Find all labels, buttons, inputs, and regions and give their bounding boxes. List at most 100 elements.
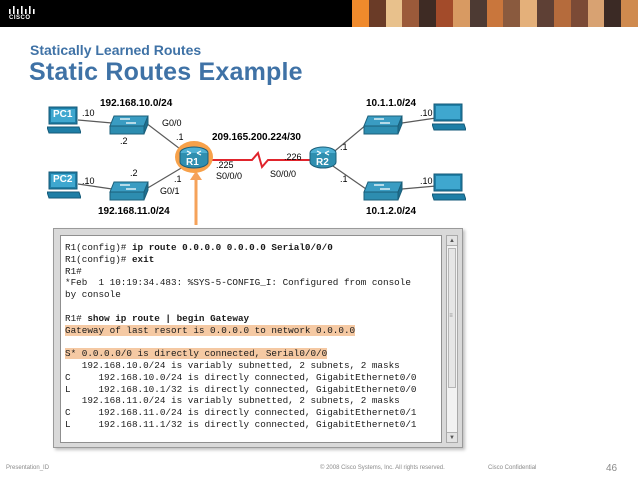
header-photo-strip [352,0,638,27]
terminal-line-text: L 192.168.10.1/32 is directly connected,… [65,383,417,395]
terminal-line-text: R1# [65,265,82,277]
terminal-command: show ip route | begin Gateway [87,312,250,324]
terminal-line: 192.168.11.0/24 is variably subnetted, 2… [65,395,416,407]
r1-s0-ip-label: .225 [216,160,234,170]
header-photo-tile [469,0,487,27]
terminal-line [65,336,416,348]
pc3-host-label: .10 [420,108,433,118]
terminal-line: R1# show ip route | begin Gateway [65,313,416,325]
header-photo-tile [503,0,521,27]
scroll-up-icon[interactable]: ▲ [447,236,457,246]
header-photo-tile [452,0,470,27]
terminal-line: R1(config)# exit [65,254,416,266]
header-photo-tile [604,0,622,27]
terminal-line-text: Gateway of last resort is 0.0.0.0 to net… [65,324,356,336]
switch4-icon [363,181,403,201]
terminal-line: 192.168.10.0/24 is variably subnetted, 2… [65,360,416,372]
page-number: 46 [606,463,618,474]
topology-links [77,117,437,225]
switch2-icon [109,181,149,201]
header-photo-tile [352,0,369,27]
sw1-ip-label: .2 [120,136,128,146]
terminal-command: ip route 0.0.0.0 0.0.0.0 Serial0/0/0 [131,242,333,253]
header-photo-tile [385,0,403,27]
slide-subtitle: Statically Learned Routes [30,42,202,58]
footer-presentation-id: Presentation_ID [6,465,50,471]
network-topology: PC1 PC2 [0,90,638,225]
footer-copyright: © 2008 Cisco Systems, Inc. All rights re… [320,465,445,471]
r2-s0-ip-label: .226 [284,152,302,162]
r1-label: R1 [186,157,199,168]
scrollbar-grip-icon: ≡ [449,313,453,319]
router-r1-icon [175,141,213,173]
terminal-command: exit [131,253,155,265]
sw2-ip-label: .2 [130,168,138,178]
terminal-line-text: R1# [65,312,88,324]
terminal-line: R1(config)# ip route 0.0.0.0 0.0.0.0 Ser… [65,242,416,254]
pc4-icon [432,173,466,201]
r1-g00-interface-label: G0/0 [162,118,182,128]
header-photo-tile [520,0,538,27]
pc1-label: PC1 [53,109,73,120]
terminal-line: C 192.168.11.0/24 is directly connected,… [65,407,416,419]
pc2-label: PC2 [53,174,73,185]
pc1-host-label: .10 [82,108,95,118]
terminal-line: *Feb 1 10:19:34.483: %SYS-5-CONFIG_I: Co… [65,277,416,289]
wan-network-label: 209.165.200.224/30 [212,132,301,143]
terminal-line-text: C 192.168.11.0/24 is directly connected,… [65,407,417,419]
r2-lan2-network-label: 10.1.2.0/24 [366,206,417,217]
serial-link [210,150,312,170]
r1-g01-interface-label: G0/1 [160,186,180,196]
terminal-line-text: by console [65,289,121,301]
r2-s0-interface-label: S0/0/0 [270,169,297,179]
scrollbar-thumb[interactable] [448,248,456,388]
terminal-line-text: L 192.168.11.1/32 is directly connected,… [65,418,417,430]
lan1-network-label: 192.168.10.0/24 [100,98,173,109]
r2-lan2-ip-label: .1 [340,174,348,184]
switch1-icon [109,115,149,135]
terminal-line-text: 192.168.11.0/24 is variably subnetted, 2… [65,395,400,407]
header-bar: CISCO [0,0,638,27]
pc1-icon [47,106,81,134]
pc2-icon [47,171,81,199]
lan2-network-label: 192.168.11.0/24 [98,206,170,217]
r1-s0-interface-label: S0/0/0 [216,171,243,181]
header-photo-tile [587,0,605,27]
header-photo-tile [537,0,554,27]
terminal-scrollbar[interactable]: ▲ ≡ ▼ [446,235,458,443]
r1-g01-ip-label: .1 [174,174,182,184]
footer-confidential: Cisco Confidential [488,465,537,471]
terminal-line-text: C 192.168.10.0/24 is directly connected,… [65,371,417,383]
header-photo-tile [368,0,386,27]
r2-lan1-network-label: 10.1.1.0/24 [366,98,417,109]
terminal-line: L 192.168.11.1/32 is directly connected,… [65,419,416,431]
router-r2-icon [309,146,337,169]
header-photo-tile [621,0,638,27]
terminal-line-text: R1(config)# [65,253,132,265]
pc4-host-label: .10 [420,176,433,186]
header-photo-tile [402,0,420,27]
terminal-window: R1(config)# ip route 0.0.0.0 0.0.0.0 Ser… [53,228,463,448]
terminal-line: R1# [65,266,416,278]
terminal-output[interactable]: R1(config)# ip route 0.0.0.0 0.0.0.0 Ser… [60,235,442,443]
r2-label: R2 [316,157,329,168]
cisco-logo-icon [9,6,35,14]
terminal-line: by console [65,289,416,301]
header-photo-tile [436,0,453,27]
switch3-icon [363,115,403,135]
terminal-lines: R1(config)# ip route 0.0.0.0 0.0.0.0 Ser… [65,242,416,431]
pc3-icon [432,103,466,131]
header-photo-tile [553,0,571,27]
header-photo-tile [419,0,437,27]
terminal-line-text: 192.168.10.0/24 is variably subnetted, 2… [65,359,400,371]
terminal-line: C 192.168.10.0/24 is directly connected,… [65,372,416,384]
terminal-line: Gateway of last resort is 0.0.0.0 to net… [65,324,416,337]
terminal-line [65,301,416,313]
slide-title: Static Routes Example [29,58,303,86]
r2-lan1-ip-label: .1 [340,142,348,152]
header-photo-tile [486,0,504,27]
terminal-line-text: S* 0.0.0.0/0 is directly connected, Seri… [65,348,328,360]
terminal-line-text: R1(config)# [65,242,132,253]
r1-g00-ip-label: .1 [176,132,184,142]
scroll-down-icon[interactable]: ▼ [447,432,457,442]
